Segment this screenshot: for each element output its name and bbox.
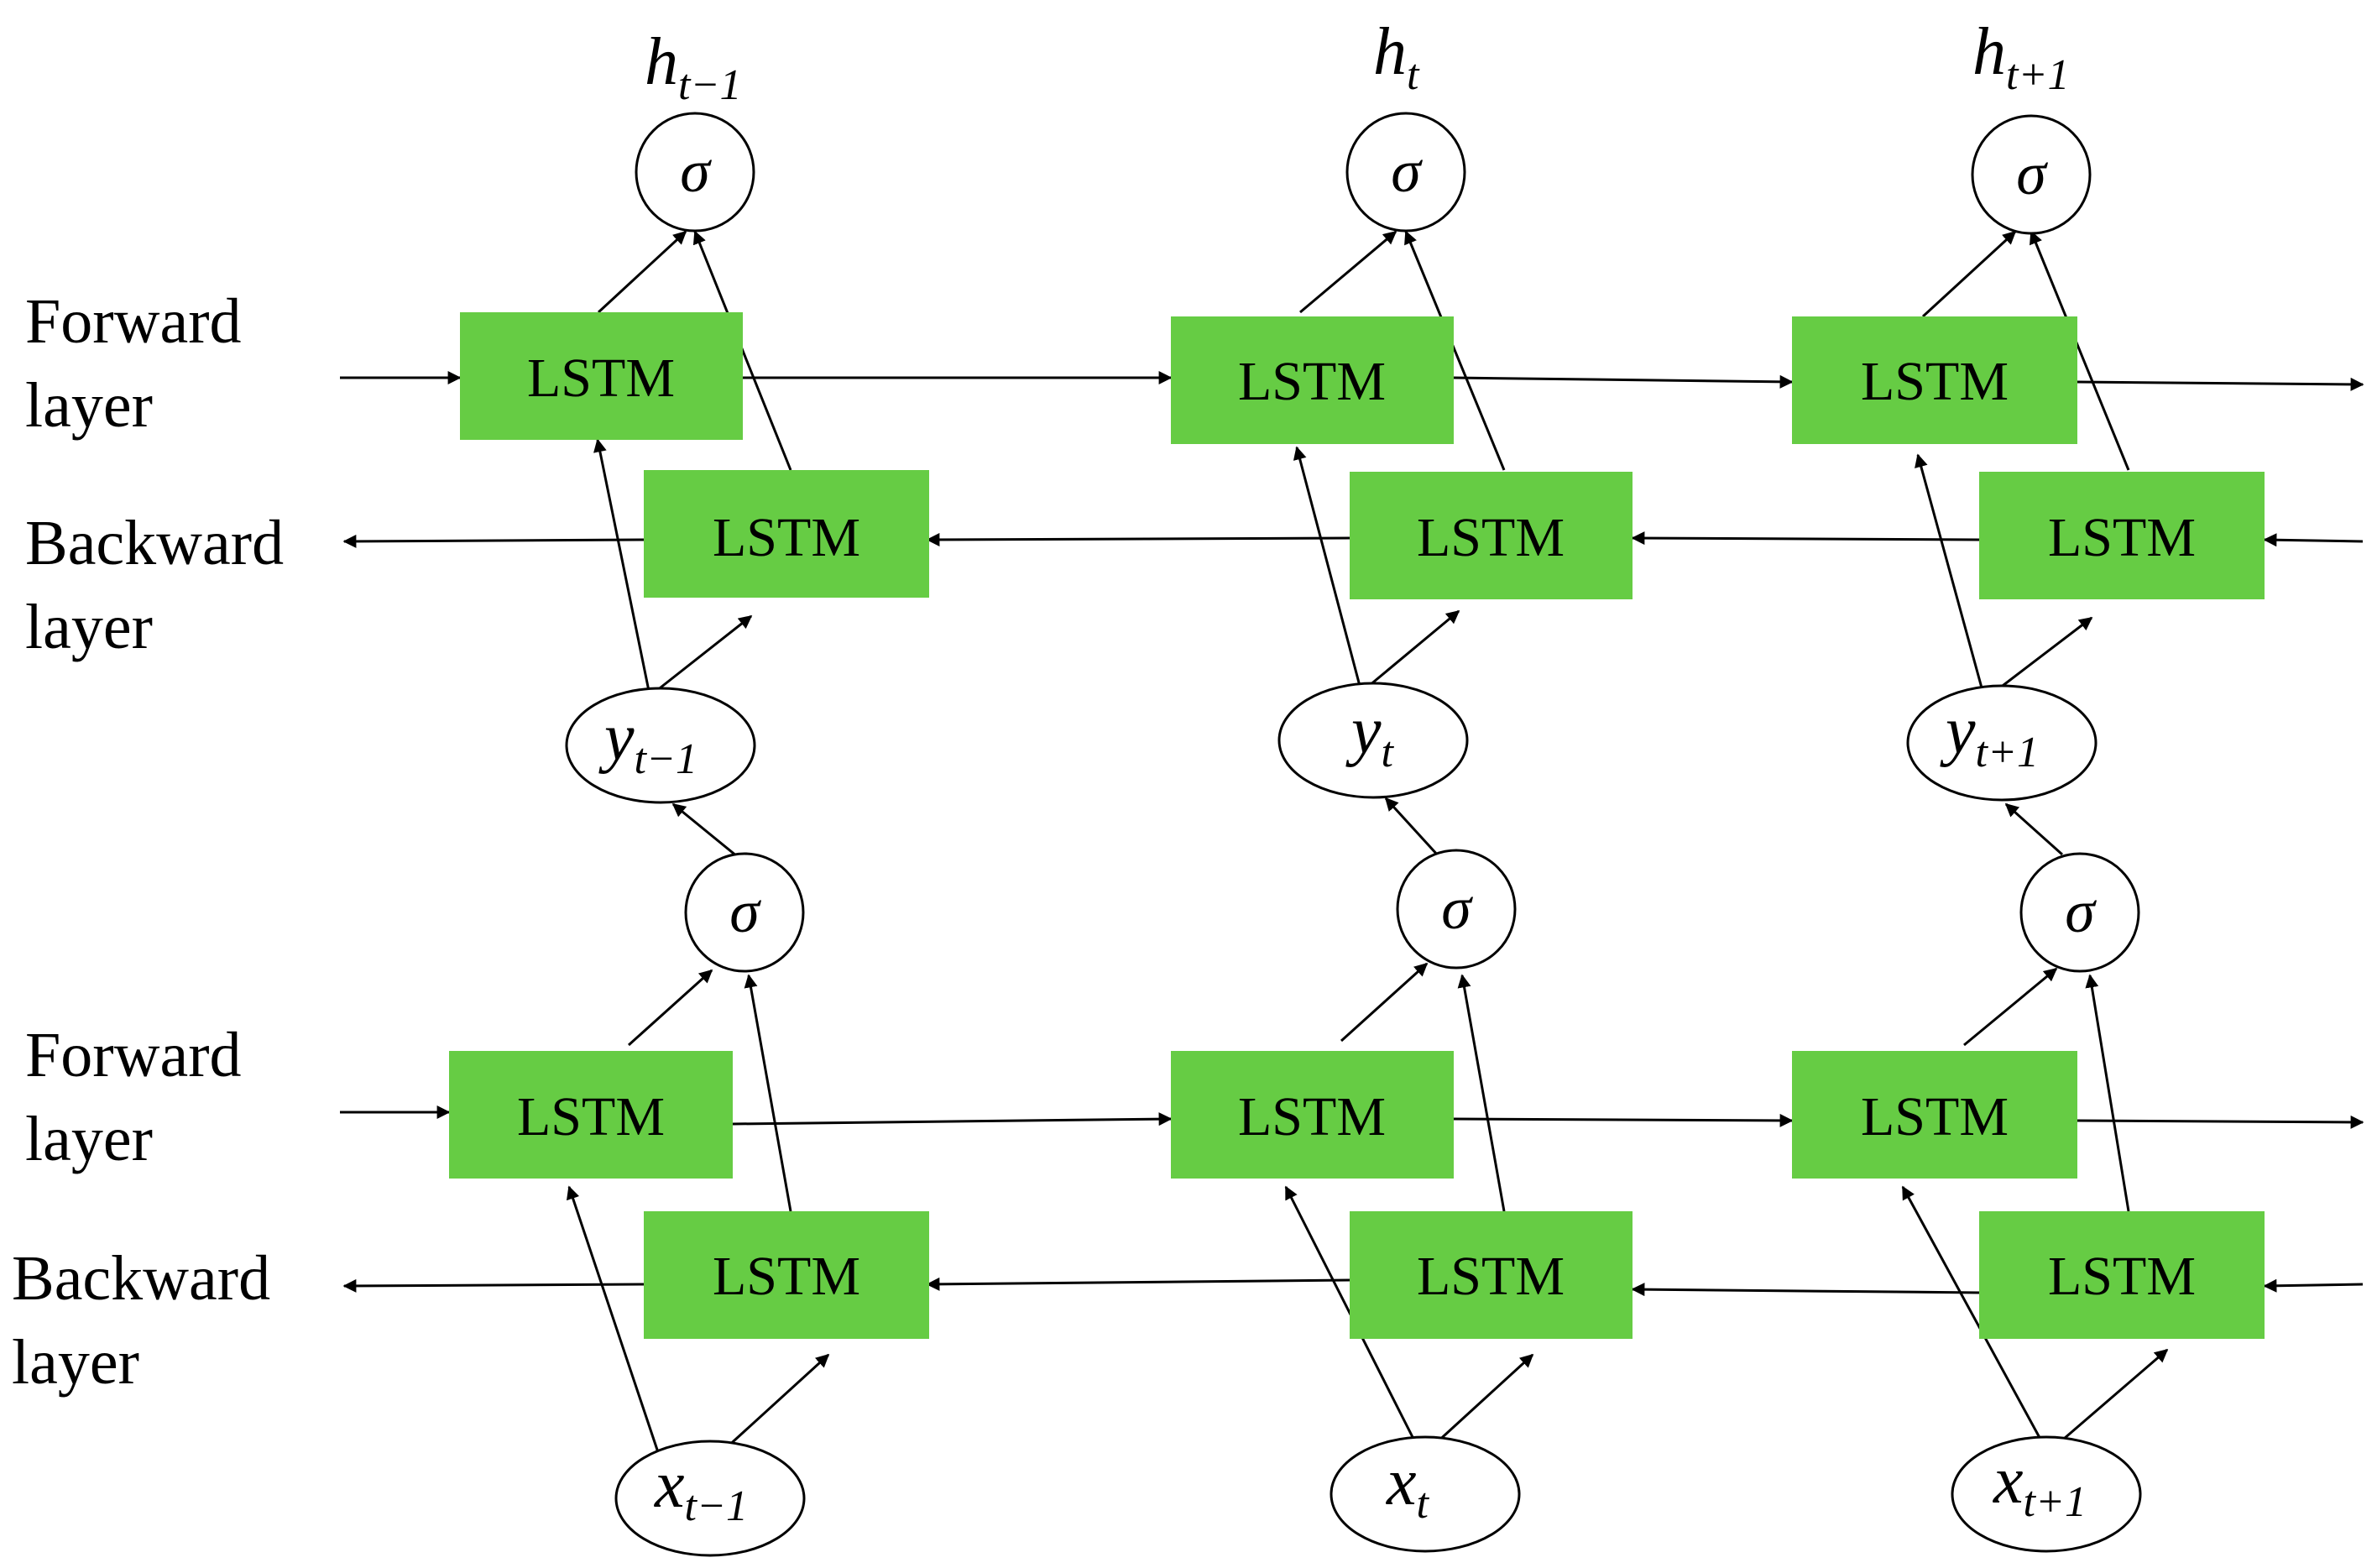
svg-text:LSTM: LSTM [1238, 351, 1386, 412]
lower-backward-arrow [1631, 1283, 1980, 1297]
connection-arrow [1963, 967, 2058, 1047]
connection-arrow [1995, 616, 2093, 693]
svg-text:LSTM: LSTM [1417, 1246, 1565, 1307]
svg-text:σ: σ [2065, 878, 2097, 945]
input-x-1: xt−1 [614, 1440, 806, 1557]
connection-arrow [2057, 1348, 2169, 1445]
svg-text:yt+1: yt+1 [1940, 694, 2039, 776]
intermediate-y-1: yt−1 [565, 687, 756, 804]
output-h-3: ht+1 [1972, 15, 2070, 99]
connection-arrow [744, 974, 792, 1212]
lstm-lower-backward-1: LSTM [644, 1211, 929, 1339]
connection-arrow [566, 1185, 665, 1468]
lstm-upper-backward-1: LSTM [644, 470, 929, 598]
sigma-lower-3: σ [2019, 852, 2140, 973]
connection-arrow [1921, 230, 2017, 318]
svg-text:σ: σ [1441, 875, 1473, 942]
lstm-upper-backward-2: LSTM [1350, 472, 1633, 599]
lstm-upper-forward-3: LSTM [1792, 316, 2077, 444]
svg-text:xt−1: xt−1 [654, 1448, 748, 1530]
lstm-lower-backward-3: LSTM [1979, 1211, 2265, 1339]
connection-arrow [1901, 1185, 2045, 1445]
upper-backward-arrow [926, 532, 1350, 546]
lower-forward-arrow [732, 1112, 1173, 1126]
svg-text:σ: σ [2016, 140, 2048, 207]
upper-forward-arrow [2077, 377, 2364, 391]
svg-text:LSTM: LSTM [713, 507, 860, 568]
lstm-lower-forward-2: LSTM [1171, 1051, 1454, 1179]
svg-text:σ: σ [729, 878, 761, 945]
connection-arrow [597, 230, 687, 314]
connection-arrow [1457, 974, 1506, 1212]
lstm-upper-forward-2: LSTM [1171, 316, 1454, 444]
lower-backward-arrow [926, 1277, 1350, 1291]
connection-arrow [724, 1353, 830, 1450]
svg-text:σ: σ [680, 138, 712, 205]
connection-arrow [1340, 962, 1429, 1043]
svg-text:LSTM: LSTM [2048, 1246, 2196, 1307]
input-x-3: xt+1 [1951, 1435, 2142, 1553]
connection-arrow [627, 969, 713, 1047]
connection-arrow [1915, 453, 1984, 692]
connection-arrow [671, 802, 738, 858]
connection-arrow [656, 614, 753, 693]
sigma-upper-3: σ [1971, 114, 2092, 235]
input-x-2: xt [1330, 1435, 1521, 1553]
sigma-lower-1: σ [684, 852, 805, 973]
svg-text:LSTM: LSTM [1861, 1086, 2009, 1147]
lower-forward-arrow [2077, 1115, 2364, 1129]
sigma-lower-2: σ [1396, 849, 1517, 970]
connection-arrow [1384, 797, 1440, 858]
sigma-upper-1: σ [635, 112, 755, 233]
lower-backward-arrow [2263, 1278, 2364, 1293]
output-h-1: ht−1 [645, 25, 742, 109]
upper-forward-arrow [1453, 374, 1794, 389]
lstm-upper-backward-3: LSTM [1979, 472, 2265, 599]
sigma-upper-2: σ [1345, 112, 1466, 233]
intermediate-y-3: yt+1 [1906, 684, 2098, 802]
svg-text:yt: yt [1345, 694, 1395, 776]
svg-text:LSTM: LSTM [1861, 351, 2009, 412]
connection-arrow [1299, 230, 1397, 314]
connection-arrow [593, 438, 650, 692]
lstm-lower-forward-1: LSTM [449, 1051, 733, 1179]
lstm-upper-forward-1: LSTM [460, 312, 743, 440]
svg-text:LSTM: LSTM [517, 1086, 665, 1147]
connection-arrow [2030, 230, 2130, 471]
connection-arrow [1293, 446, 1361, 687]
svg-text:LSTM: LSTM [1417, 507, 1565, 568]
svg-text:xt: xt [1386, 1445, 1430, 1528]
svg-text:xt+1: xt+1 [1993, 1444, 2087, 1526]
lower-forward-label: Forward layer [25, 1020, 258, 1174]
svg-text:LSTM: LSTM [1238, 1086, 1386, 1147]
lower-forward-arrow [1453, 1113, 1794, 1127]
svg-text:LSTM: LSTM [713, 1246, 860, 1307]
lstm-lower-backward-2: LSTM [1350, 1211, 1633, 1339]
svg-text:LSTM: LSTM [2048, 507, 2196, 568]
intermediate-y-2: yt [1277, 682, 1469, 799]
upper-backward-arrow [342, 534, 645, 548]
output-h-2: ht [1373, 15, 1420, 99]
svg-text:yt−1: yt−1 [598, 701, 697, 783]
connection-arrow [2085, 974, 2130, 1212]
connection-arrow [1404, 230, 1506, 471]
upper-backward-arrow [2263, 533, 2364, 547]
lstm-lower-forward-3: LSTM [1792, 1051, 2077, 1179]
lower-backward-arrow [342, 1278, 645, 1293]
svg-text:σ: σ [1391, 138, 1423, 205]
upper-backward-label: Backward layer [25, 508, 300, 662]
lower-backward-label: Backward layer [12, 1243, 286, 1398]
connection-arrow [1368, 609, 1460, 687]
svg-text:LSTM: LSTM [527, 348, 675, 409]
upper-backward-arrow [1631, 531, 1980, 546]
upper-forward-label: Forward layer [25, 286, 258, 441]
connection-arrow [2004, 802, 2064, 856]
connection-arrow [1434, 1353, 1534, 1445]
